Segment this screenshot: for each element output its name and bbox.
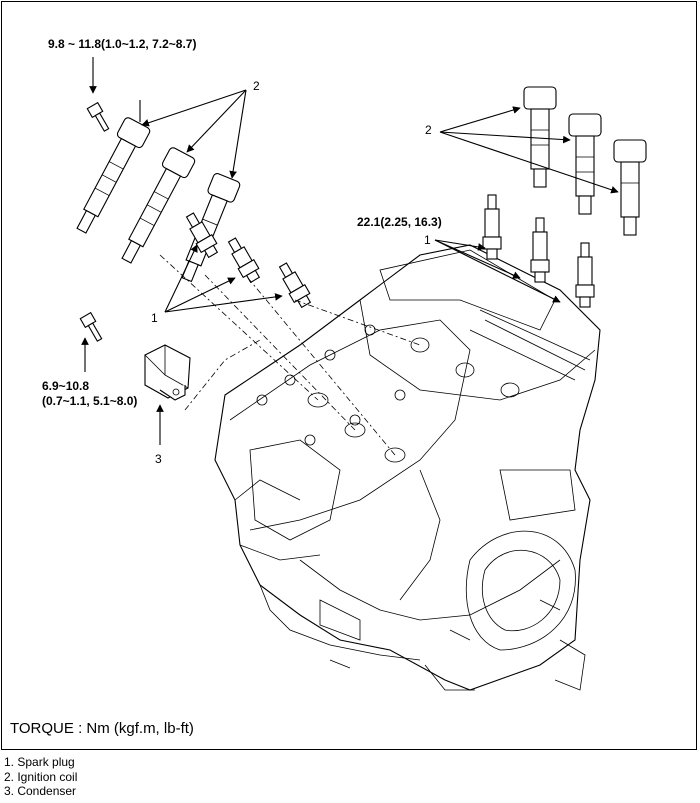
- assembly-guide-lines: [159, 254, 421, 456]
- callout-2-right: 2: [425, 123, 432, 137]
- condenser-bolt-torque-line1: 6.9~10.8: [42, 379, 90, 393]
- callout-leaders: [81, 57, 619, 445]
- ignition-coils-left: [76, 117, 241, 283]
- condenser: [144, 344, 191, 401]
- parts-legend: 1. Spark plug 2. Ignition coil 3. Conden…: [4, 755, 77, 799]
- ignition-coils-right: [523, 86, 647, 236]
- diagram-frame: [1, 1, 697, 750]
- legend-item-condenser: 3. Condenser: [4, 784, 77, 798]
- condenser-bolt: [79, 311, 103, 342]
- callout-2-left: 2: [253, 79, 260, 93]
- spark-plugs-left: [185, 212, 312, 309]
- condenser-bolt-torque-line2: (0.7~1.1, 5.1~8.0): [42, 394, 138, 408]
- coil-bolt: [86, 101, 110, 132]
- callout-1-right: 1: [424, 233, 431, 247]
- engine-exploded-view: [76, 57, 647, 691]
- spark-plug-torque-label: 22.1(2.25, 16.3): [357, 215, 442, 229]
- callout-3: 3: [155, 452, 162, 466]
- callout-1-left: 1: [151, 311, 158, 325]
- legend-item-ignition-coil: 2. Ignition coil: [4, 769, 78, 784]
- legend-item-spark-plug: 1. Spark plug: [4, 755, 75, 769]
- coil-bolt-torque-label: 9.8 ~ 11.8(1.0~1.2, 7.2~8.7): [48, 37, 197, 51]
- engine-block: [214, 244, 601, 691]
- torque-unit-note: TORQUE : Nm (kgf.m, lb-ft): [10, 720, 194, 737]
- spark-plugs-right: [482, 194, 595, 308]
